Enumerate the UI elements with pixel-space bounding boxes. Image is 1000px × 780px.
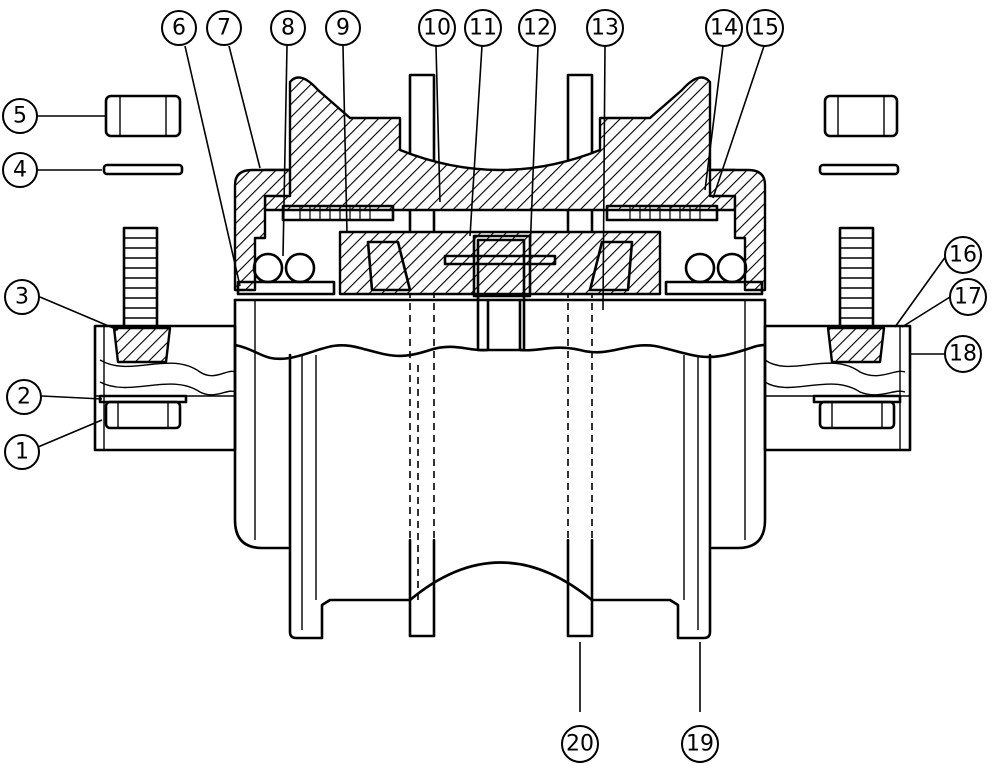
- svg-text:5: 5: [13, 104, 27, 129]
- svg-text:18: 18: [949, 342, 977, 367]
- callout-3: 3: [4, 279, 40, 315]
- callout-11: 11: [464, 9, 502, 47]
- callout-10: 10: [418, 9, 456, 47]
- callout-18: 18: [944, 335, 982, 373]
- right-stud-bolt: [826, 226, 886, 364]
- svg-text:19: 19: [686, 732, 714, 757]
- bearings: [236, 252, 764, 296]
- callout-19: 19: [681, 725, 719, 763]
- callout-7: 7: [206, 10, 242, 46]
- callout-20: 20: [561, 725, 599, 763]
- left-lower-nut: [98, 394, 188, 430]
- left-washer-4: [102, 163, 184, 176]
- svg-text:3: 3: [15, 285, 29, 310]
- svg-text:1: 1: [15, 440, 29, 465]
- left-nut-5: [104, 94, 182, 138]
- left-stud-bolt: [112, 226, 172, 364]
- callout-17: 17: [949, 278, 987, 316]
- callout-1: 1: [4, 434, 40, 470]
- callout-8: 8: [270, 10, 306, 46]
- svg-text:8: 8: [281, 16, 295, 41]
- callout-13: 13: [586, 9, 624, 47]
- callout-6: 6: [161, 10, 197, 46]
- callout-5: 5: [2, 98, 38, 134]
- svg-text:9: 9: [336, 16, 350, 41]
- svg-text:14: 14: [710, 16, 738, 41]
- svg-text:10: 10: [423, 16, 451, 41]
- svg-text:13: 13: [591, 16, 619, 41]
- leader-lines: [36, 45, 951, 712]
- pulley-wheel: [288, 353, 712, 640]
- cap-bolts: [281, 204, 719, 222]
- callout-2: 2: [6, 379, 42, 415]
- svg-text:12: 12: [523, 16, 551, 41]
- svg-text:6: 6: [172, 16, 186, 41]
- right-lower-nut: [812, 394, 902, 430]
- center-shaft: [443, 238, 557, 352]
- right-washer: [818, 163, 900, 176]
- svg-text:7: 7: [217, 16, 231, 41]
- callout-4: 4: [2, 152, 38, 188]
- svg-text:11: 11: [469, 16, 497, 41]
- svg-text:20: 20: [566, 732, 594, 757]
- svg-text:4: 4: [13, 158, 27, 183]
- svg-text:15: 15: [751, 16, 779, 41]
- callout-9: 9: [325, 10, 361, 46]
- callout-16: 16: [944, 236, 982, 274]
- svg-text:16: 16: [949, 243, 977, 268]
- svg-text:17: 17: [954, 285, 982, 310]
- callout-12: 12: [518, 9, 556, 47]
- housing-body: [233, 298, 767, 550]
- svg-text:2: 2: [17, 385, 31, 410]
- rods: [408, 73, 594, 638]
- right-nut: [823, 94, 899, 138]
- callout-15: 15: [746, 9, 784, 47]
- callout-14: 14: [705, 9, 743, 47]
